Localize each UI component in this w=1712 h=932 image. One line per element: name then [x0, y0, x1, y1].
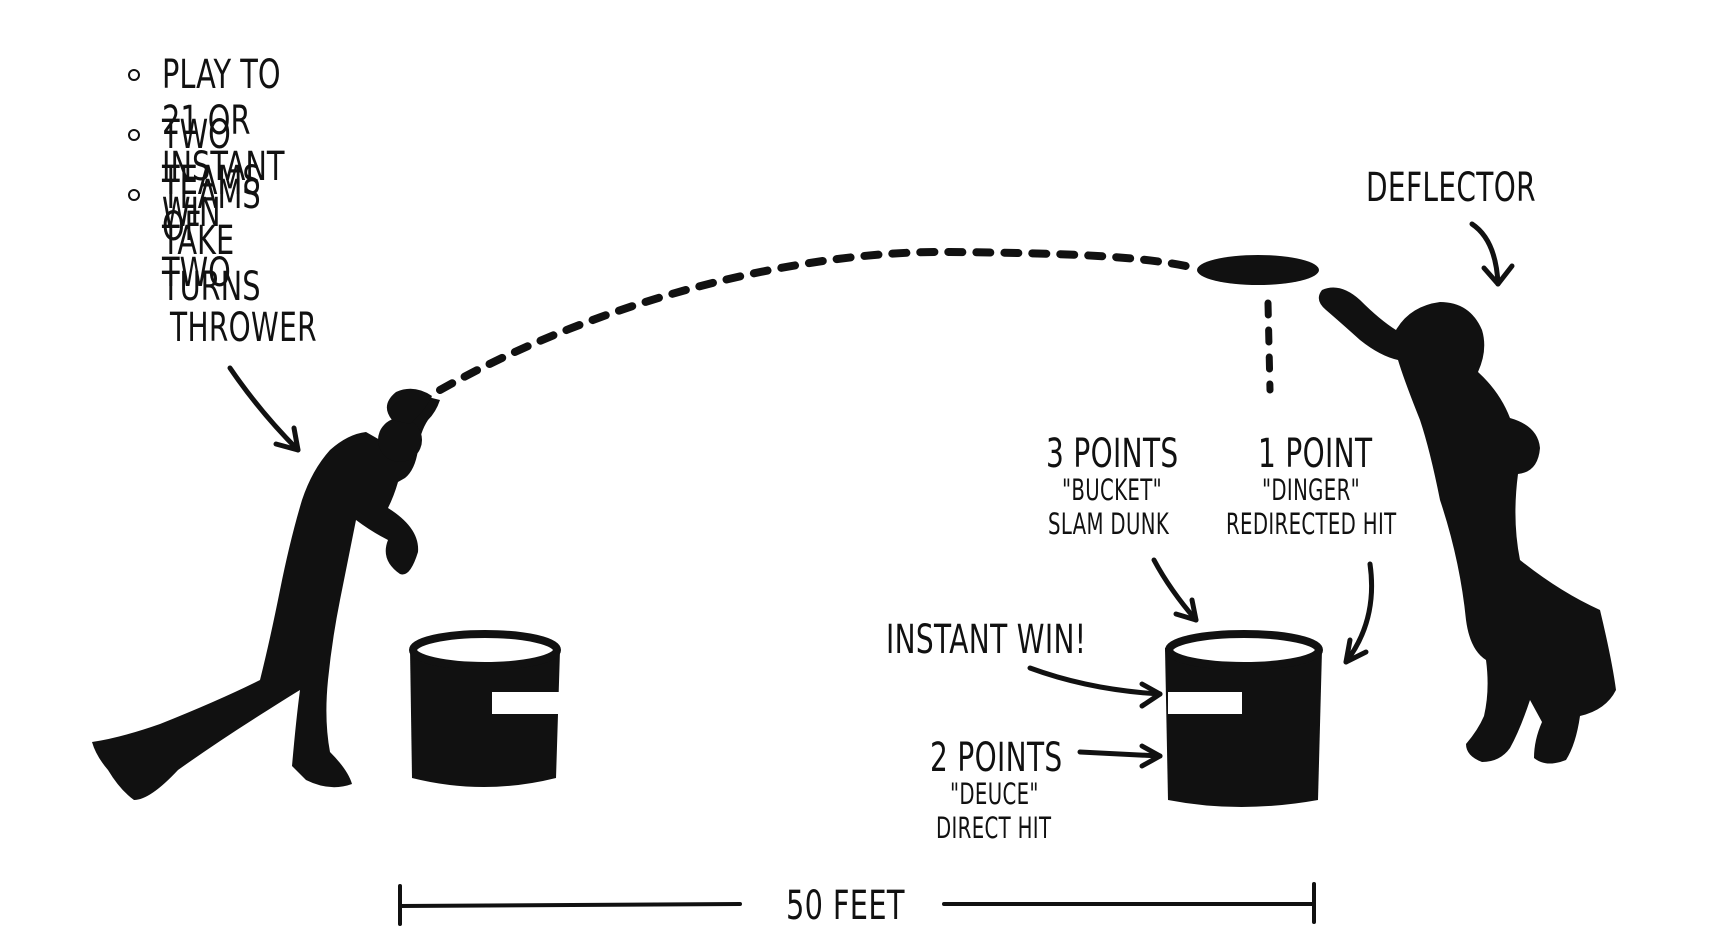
frisbee-icon [1197, 255, 1319, 285]
rule-text: TEAMS TAKE TURNS [162, 172, 261, 310]
instant-win-label: INSTANT WIN! [886, 617, 1087, 663]
deflector-silhouette [1318, 287, 1616, 764]
bucket-desc: SLAM DUNK [1048, 507, 1170, 541]
distance-measure [398, 882, 1316, 926]
dinger-arrow [1343, 561, 1375, 665]
instant-win-arrow [1027, 665, 1163, 697]
deuce-points: 2 POINTS [930, 735, 1063, 781]
thrower-label: THROWER [170, 305, 317, 351]
dinger-points: 1 POINT [1258, 431, 1373, 477]
dinger-desc: REDIRECTED HIT [1226, 507, 1397, 541]
bucket-name: "BUCKET" [1062, 473, 1163, 507]
rule-text: TWO TEAMS OF TWO [162, 112, 261, 296]
deflector-label: DEFLECTOR [1366, 165, 1536, 211]
thrower-arrow [227, 365, 301, 453]
bullet-icon [128, 129, 140, 141]
dinger-name: "DINGER" [1262, 473, 1361, 507]
bullet-icon [128, 189, 140, 201]
deflector-arrow [1469, 221, 1501, 287]
drop-trajectory [1264, 299, 1274, 394]
throw-trajectory [436, 247, 1199, 394]
right-bucket [1165, 630, 1323, 807]
deuce-desc: DIRECT HIT [936, 811, 1052, 845]
bucket-points: 3 POINTS [1046, 431, 1179, 477]
deuce-arrow [1077, 749, 1163, 759]
left-bucket-slot [492, 692, 562, 714]
thrower-silhouette [92, 388, 440, 800]
rule-text: PLAY TO 21 OR INSTANT WIN [162, 52, 285, 236]
left-bucket [409, 630, 562, 787]
deuce-name: "DEUCE" [950, 777, 1039, 811]
bullet-icon [128, 69, 140, 81]
distance-label: 50 FEET [786, 883, 905, 929]
right-bucket-slot [1168, 692, 1242, 714]
bucket-arrow [1151, 557, 1199, 623]
